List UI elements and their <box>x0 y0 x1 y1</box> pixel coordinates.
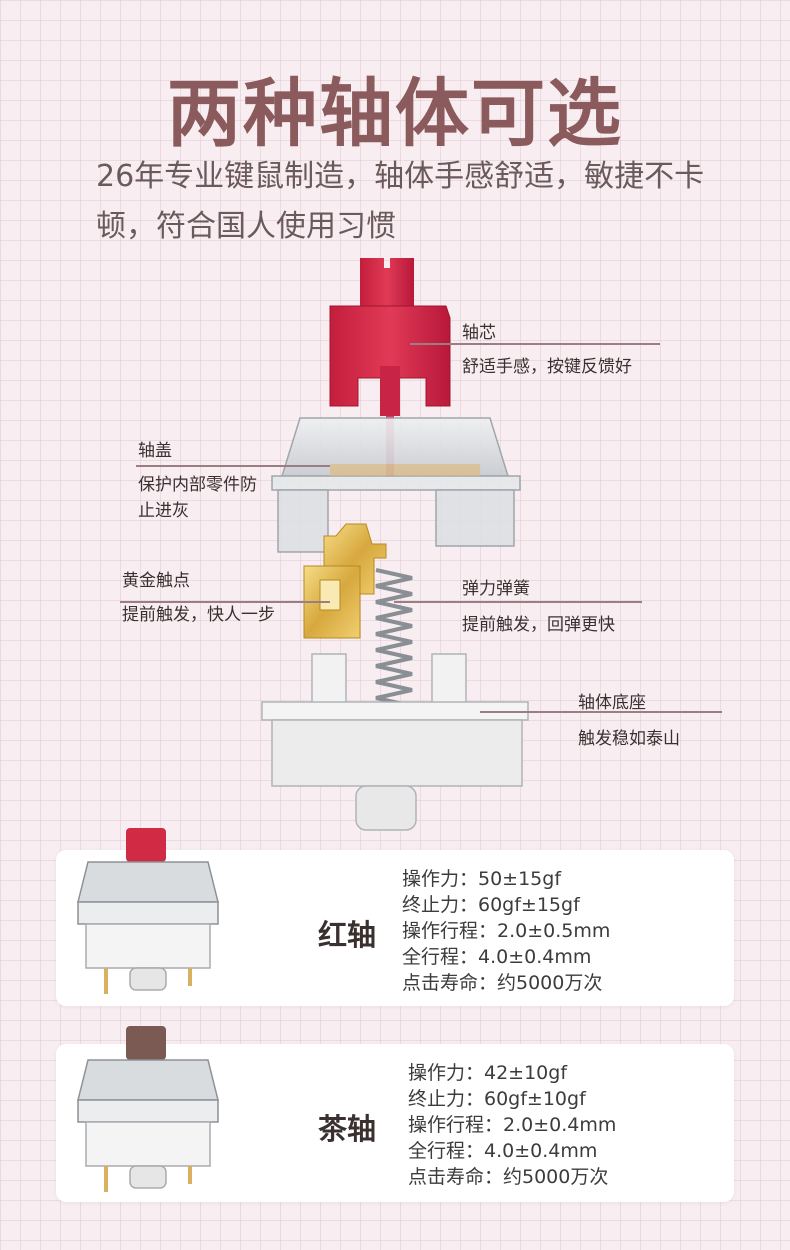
spec-lifespan: 点击寿命：约5000万次 <box>402 972 603 994</box>
brown-switch-stem <box>126 1026 166 1060</box>
brown-switch-image <box>77 1026 219 1192</box>
part-desc-gold-contact: 提前触发，快人一步 <box>122 605 275 625</box>
part-label-spring: 弹力弹簧 <box>462 579 530 599</box>
red-switch-image <box>77 828 219 994</box>
switch-card-red: 红轴 操作力：50±15gf 终止力：60gf±15gf 操作行程：2.0±0.… <box>56 828 734 1006</box>
part-desc-housing-base: 触发稳如泰山 <box>578 729 680 749</box>
spec-operating-force: 操作力：50±15gf <box>402 868 562 890</box>
spec-operating-force: 操作力：42±10gf <box>408 1062 568 1084</box>
spec-list-red: 操作力：50±15gf 终止力：60gf±15gf 操作行程：2.0±0.5mm… <box>402 866 610 996</box>
part-desc-spring: 提前触发，回弹更快 <box>462 615 615 635</box>
housing-top-part <box>271 417 521 553</box>
switch-card-brown: 茶轴 操作力：42±10gf 终止力：60gf±10gf 操作行程：2.0±0.… <box>56 1026 734 1202</box>
spec-bottom-force: 终止力：60gf±15gf <box>402 894 580 916</box>
page-subtitle: 26年专业键鼠制造，轴体手感舒适，敏捷不卡顿，符合国人使用习惯 <box>96 159 705 244</box>
part-label-stem: 轴芯 <box>462 323 496 343</box>
spring-part <box>375 568 413 716</box>
spec-total-travel: 全行程：4.0±0.4mm <box>408 1140 598 1162</box>
spec-list-brown: 操作力：42±10gf 终止力：60gf±10gf 操作行程：2.0±0.4mm… <box>408 1060 616 1190</box>
part-label-gold-contact: 黄金触点 <box>122 571 190 591</box>
switch-name-brown: 茶轴 <box>318 1112 377 1146</box>
housing-base-part <box>261 653 529 831</box>
red-switch-stem <box>126 828 166 862</box>
switch-name-red: 红轴 <box>318 918 377 952</box>
spec-lifespan: 点击寿命：约5000万次 <box>408 1166 609 1188</box>
switch-exploded-illustration <box>120 258 722 831</box>
part-label-housing-base: 轴体底座 <box>578 693 646 713</box>
part-desc-housing-top: 保护内部零件防止进灰 <box>138 475 257 521</box>
part-desc-stem: 舒适手感，按键反馈好 <box>462 357 632 377</box>
part-label-housing-top: 轴盖 <box>138 441 172 461</box>
page-title: 两种轴体可选 <box>167 71 623 157</box>
spec-total-travel: 全行程：4.0±0.4mm <box>402 946 592 968</box>
spec-actuation-travel: 操作行程：2.0±0.4mm <box>408 1114 617 1136</box>
spec-bottom-force: 终止力：60gf±10gf <box>408 1088 586 1110</box>
spec-actuation-travel: 操作行程：2.0±0.5mm <box>402 920 611 942</box>
gold-contact-part <box>303 523 387 639</box>
